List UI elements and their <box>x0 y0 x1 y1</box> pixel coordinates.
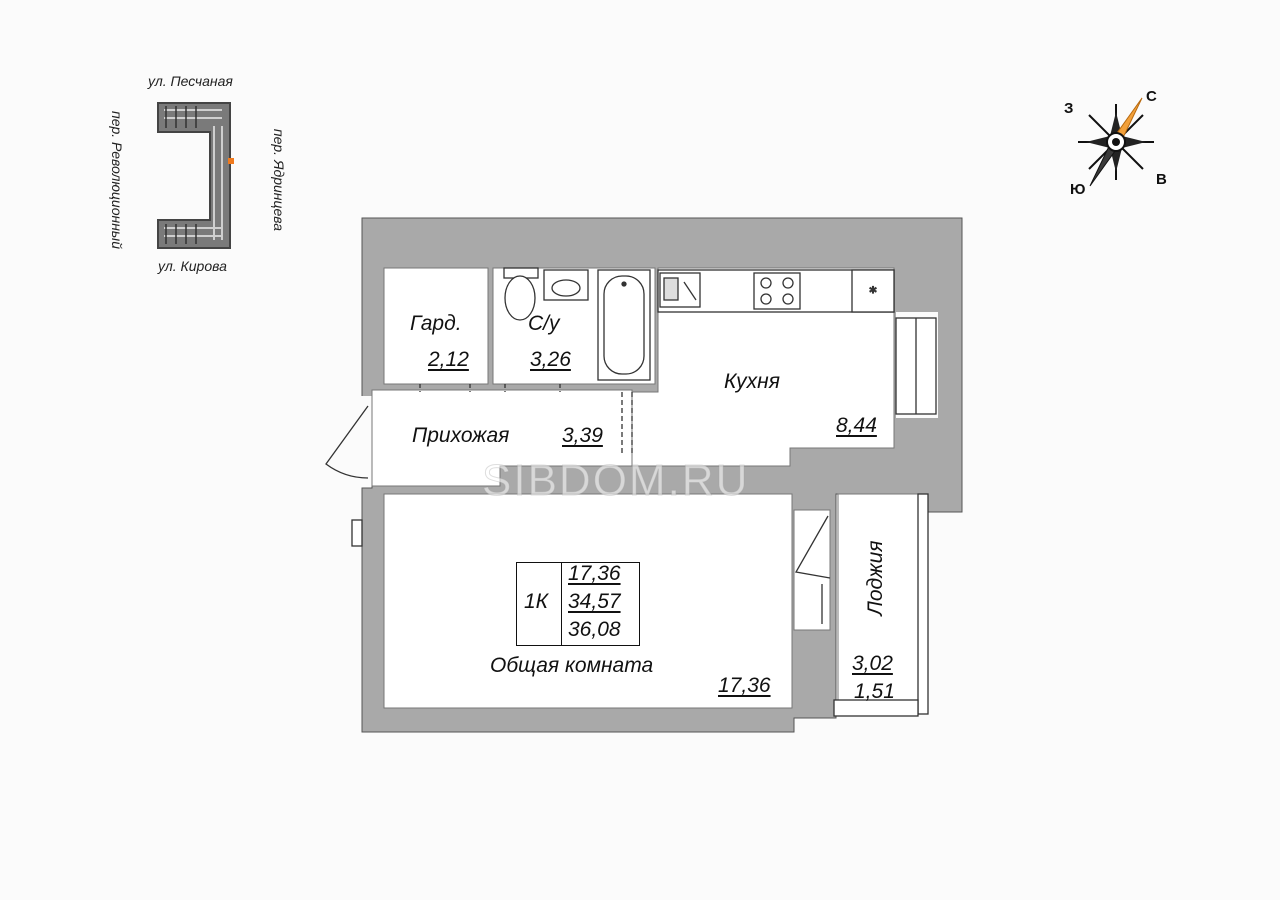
compass-rose <box>1078 97 1154 187</box>
entrance-door <box>325 405 369 479</box>
watermark: SIBDOM.RU <box>481 456 750 506</box>
loggia-passage <box>793 509 831 631</box>
living-floor <box>383 493 793 709</box>
apartment-location-marker <box>228 158 234 164</box>
kitchen-floor <box>631 267 895 467</box>
hallway-area: 3,39 <box>562 424 603 447</box>
summary-living-area: 17,36 <box>568 562 621 585</box>
compass-south-label: Ю <box>1070 181 1086 198</box>
summary-total-with-loggia: 36,08 <box>568 618 621 641</box>
bathroom-area: 3,26 <box>530 348 571 371</box>
doors <box>325 384 831 624</box>
hallway-name: Прихожая <box>412 424 510 447</box>
bathroom-name: С/у <box>528 312 560 335</box>
toilet-icon <box>504 275 536 321</box>
kitchen-area: 8,44 <box>836 414 877 437</box>
fridge-icon <box>851 269 895 313</box>
street-west-label: пер. Революционный <box>109 111 125 249</box>
summary-total-area: 34,57 <box>568 590 621 613</box>
building-location-map <box>157 102 234 249</box>
room-floors <box>371 267 919 709</box>
loggia-floor <box>837 493 919 707</box>
street-south-label: ул. Кирова <box>158 258 227 274</box>
wardrobe-name: Гард. <box>410 312 462 335</box>
kitchen-counter: * <box>657 269 895 313</box>
compass-west-label: З <box>1064 100 1074 117</box>
compass-east-label: В <box>1156 171 1167 188</box>
wardrobe-floor <box>383 267 489 385</box>
apartment-type: 1К <box>524 590 549 613</box>
compass-north-label: С <box>1146 88 1157 105</box>
loggia-area: 3,02 <box>852 652 893 675</box>
loggia-door <box>794 515 831 579</box>
street-north-label: ул. Песчаная <box>148 73 233 89</box>
stove-icon <box>753 272 801 310</box>
loggia-area-reduced: 1,51 <box>854 680 895 703</box>
bathroom-fixtures <box>503 267 651 381</box>
street-east-label: пер. Ядринцева <box>271 128 287 232</box>
windows <box>351 317 937 717</box>
wardrobe-area: 2,12 <box>428 348 469 371</box>
apartment-summary-box <box>516 562 640 646</box>
loggia-name: Лоджия <box>864 540 887 616</box>
hallway-floor <box>371 389 633 487</box>
kitchen-name: Кухня <box>724 370 780 393</box>
svg-text:*: * <box>870 285 877 301</box>
living-room-area: 17,36 <box>718 674 771 697</box>
living-room-name: Общая комната <box>490 654 654 677</box>
